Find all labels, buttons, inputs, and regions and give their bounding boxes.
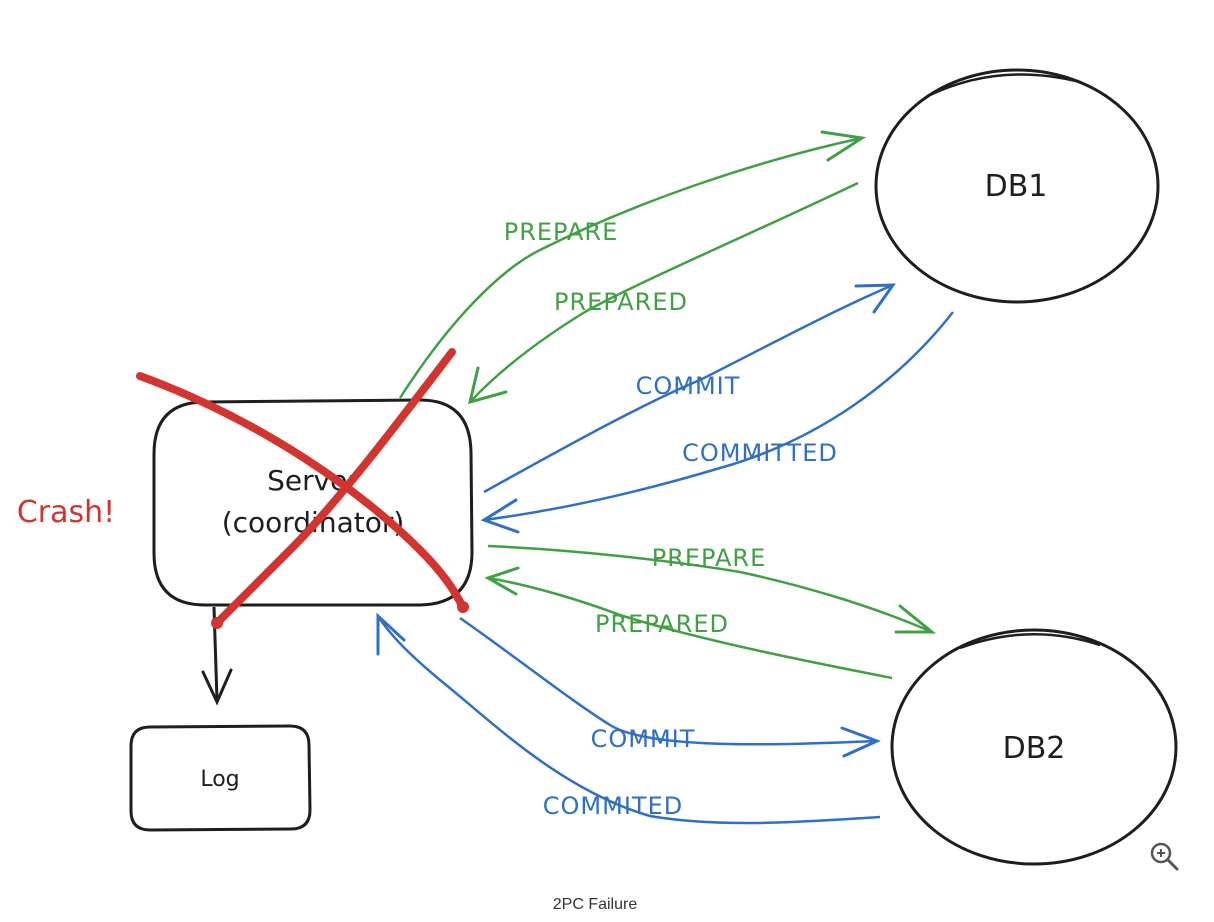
crash-x-mark [136,348,469,629]
db1-commit-label: COMMIT [636,372,741,400]
db2-node[interactable]: DB2 [890,628,1178,866]
db1-committed-label: COMMITTED [682,439,838,467]
server-node[interactable]: Server (coordinator) [152,398,474,607]
db2-commit-arrow [459,616,881,758]
db1-commit-arrow [483,283,896,494]
db1-label: DB1 [985,169,1048,204]
db2-prepare-arrow [487,544,937,634]
db1-prepare-arrow [398,130,867,399]
db2-prepare-label: PREPARE [652,544,767,572]
db2-prepared-arrow [484,566,893,680]
db2-prepared-label: PREPARED [595,610,729,638]
db1-prepared-label: PREPARED [554,288,688,316]
figure-caption: 2PC Failure [552,896,638,913]
db1-node[interactable]: DB1 [874,68,1160,304]
db2-commit-label: COMMIT [591,725,696,753]
db2-label: DB2 [1003,731,1066,766]
db2-committed-arrow [376,612,881,825]
log-node[interactable]: Log [129,724,312,832]
db1-prepare-label: PREPARE [504,218,619,246]
crash-label: Crash! [17,495,115,530]
db1-committed-arrow [480,311,954,534]
db1-prepared-arrow [467,181,859,405]
zoom-in-icon[interactable] [1148,840,1180,872]
log-label: Log [200,767,239,792]
db2-committed-label: COMMITED [543,792,683,820]
